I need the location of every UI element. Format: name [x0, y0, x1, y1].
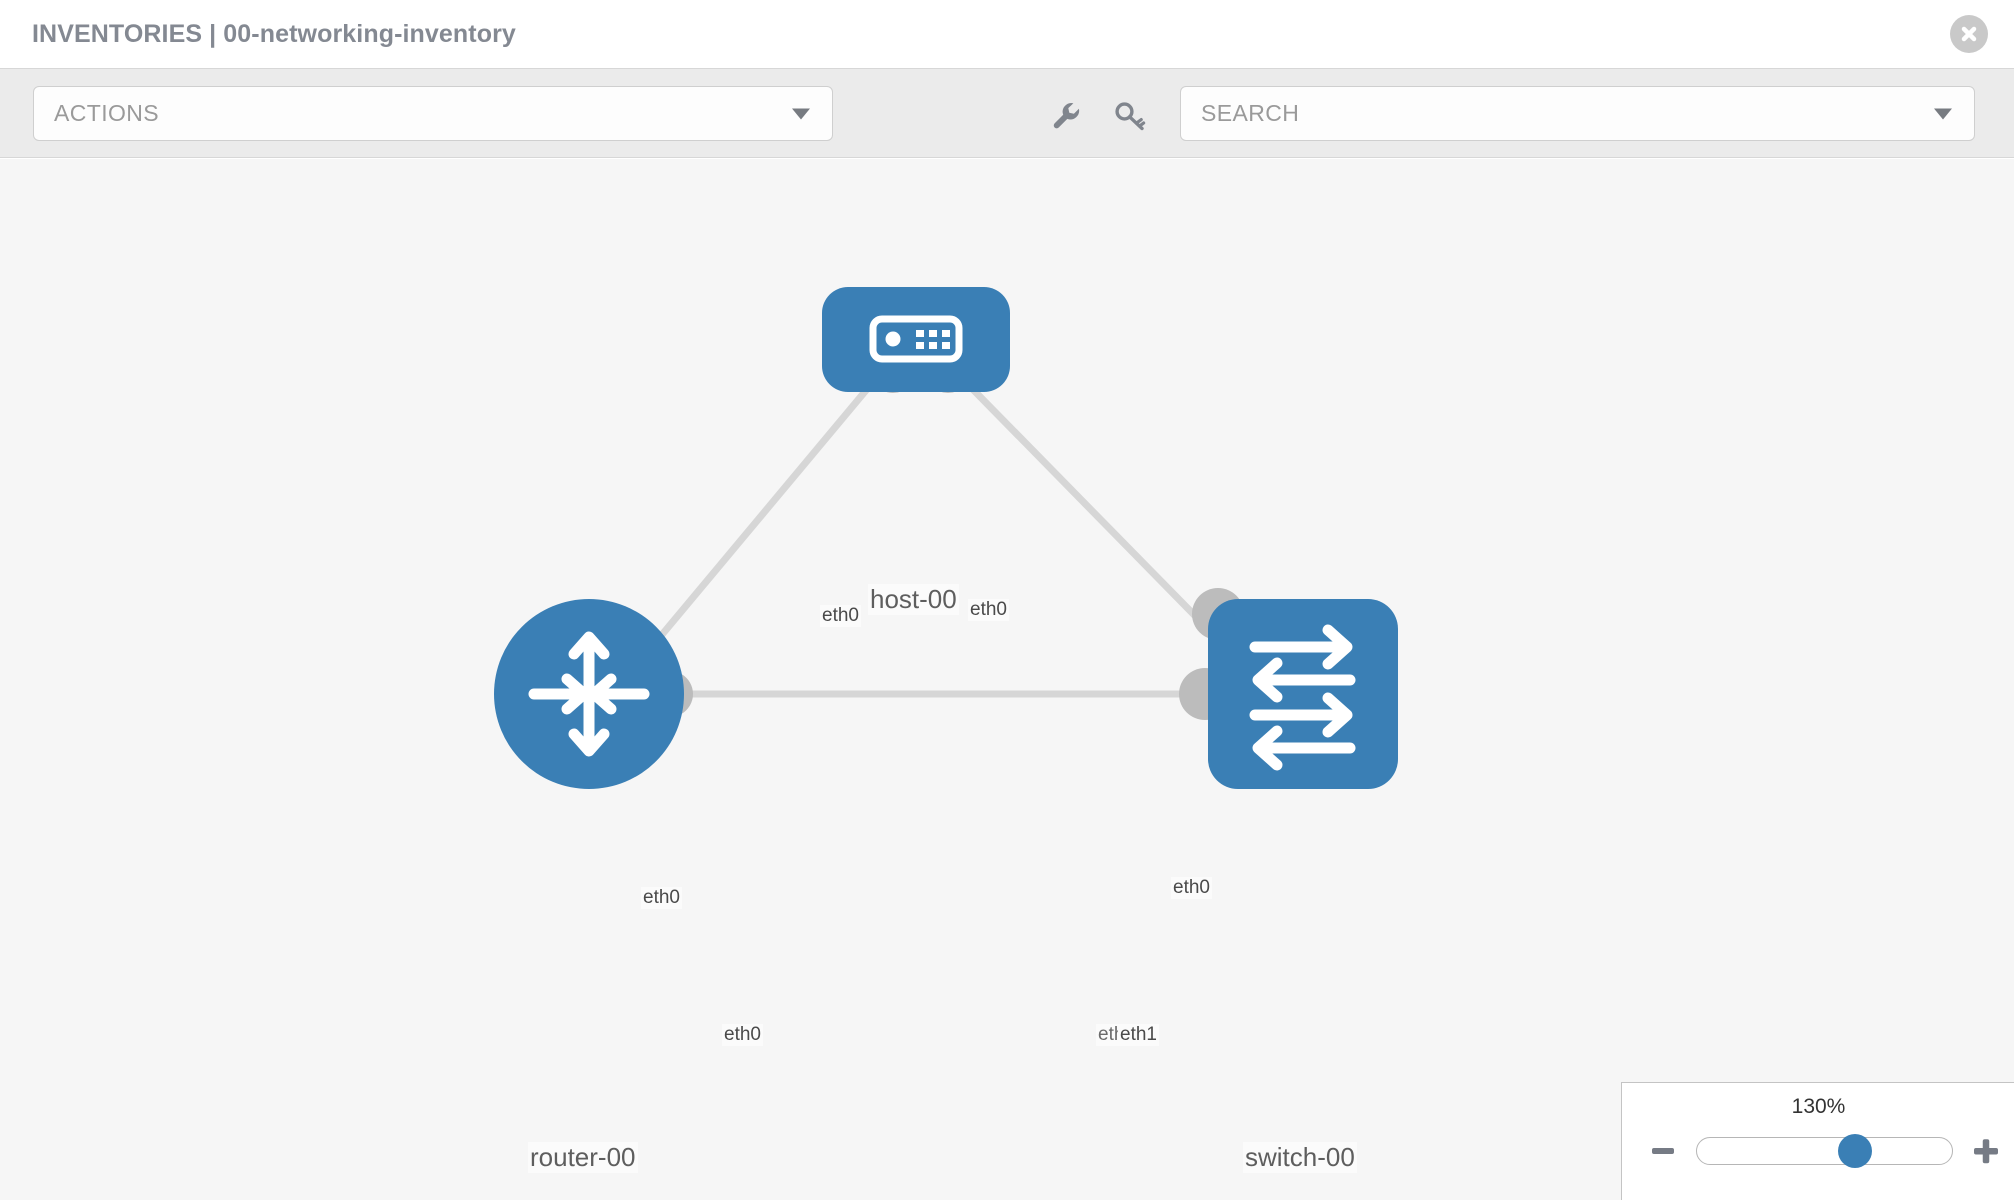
- plus-icon[interactable]: [1967, 1132, 2005, 1170]
- page-title: INVENTORIES | 00-networking-inventory: [32, 19, 516, 48]
- iface-label-switch00-eth1: eth1: [1118, 1024, 1159, 1046]
- plus-glyph: [1974, 1139, 1998, 1164]
- link-host00-router00[interactable]: [647, 361, 891, 652]
- iface-label-host00-eth0-right: eth0: [968, 599, 1009, 621]
- topology-links: [647, 361, 1211, 698]
- switch-node-shape: [1208, 599, 1398, 789]
- key-glyph: [1115, 102, 1146, 131]
- server-icon: [869, 315, 963, 363]
- close-icon[interactable]: [1950, 15, 1988, 53]
- zoom-slider-thumb[interactable]: [1838, 1134, 1873, 1168]
- actions-dropdown[interactable]: ACTIONS: [33, 86, 833, 141]
- toolbar: ACTIONS SEARCH: [0, 68, 2014, 158]
- search-input[interactable]: SEARCH: [1180, 86, 1975, 141]
- actions-dropdown-label: ACTIONS: [54, 100, 160, 126]
- iface-label-router00-host-eth0: eth0: [641, 887, 682, 909]
- wrench-icon[interactable]: [1046, 97, 1086, 135]
- node-host-00[interactable]: [822, 287, 1010, 392]
- minus-icon[interactable]: [1644, 1132, 1682, 1170]
- minus-glyph: [1652, 1148, 1674, 1154]
- topology-graph: [494, 287, 1398, 789]
- node-router-00[interactable]: [494, 599, 684, 789]
- link-host00-switch00[interactable]: [945, 361, 1211, 632]
- zoom-percent-label: 130%: [1791, 1095, 1846, 1118]
- node-label-switch-00: switch-00: [1243, 1142, 1357, 1173]
- zoom-slider-row: [1622, 1131, 2014, 1171]
- host-node-shape: [822, 287, 1010, 392]
- iface-label-router00-eth0: eth0: [722, 1024, 763, 1046]
- key-icon[interactable]: [1110, 97, 1150, 135]
- chevron-down-icon: [1934, 108, 1952, 119]
- topology-connector-nubs: [647, 349, 1244, 720]
- node-switch-00[interactable]: [1208, 599, 1398, 789]
- topology-canvas[interactable]: eth0 eth0 eth0 eth0 eth0 eth eth1 host-0…: [0, 159, 2014, 1200]
- search-placeholder: SEARCH: [1201, 100, 1300, 126]
- zoom-control-panel: 130%: [1621, 1082, 2014, 1200]
- iface-label-host00-eth0-left: eth0: [820, 605, 861, 627]
- node-label-host-00: host-00: [868, 584, 959, 615]
- close-x-glyph: [1961, 26, 1977, 42]
- page-header: INVENTORIES | 00-networking-inventory: [0, 0, 2014, 68]
- node-label-router-00: router-00: [528, 1142, 638, 1173]
- zoom-slider[interactable]: [1696, 1134, 1953, 1168]
- switch-icon: [1249, 624, 1356, 771]
- chevron-down-icon: [792, 108, 810, 119]
- iface-label-switch00-host-eth0: eth0: [1171, 877, 1212, 899]
- wrench-glyph: [1053, 102, 1080, 129]
- router-icon: [528, 631, 650, 757]
